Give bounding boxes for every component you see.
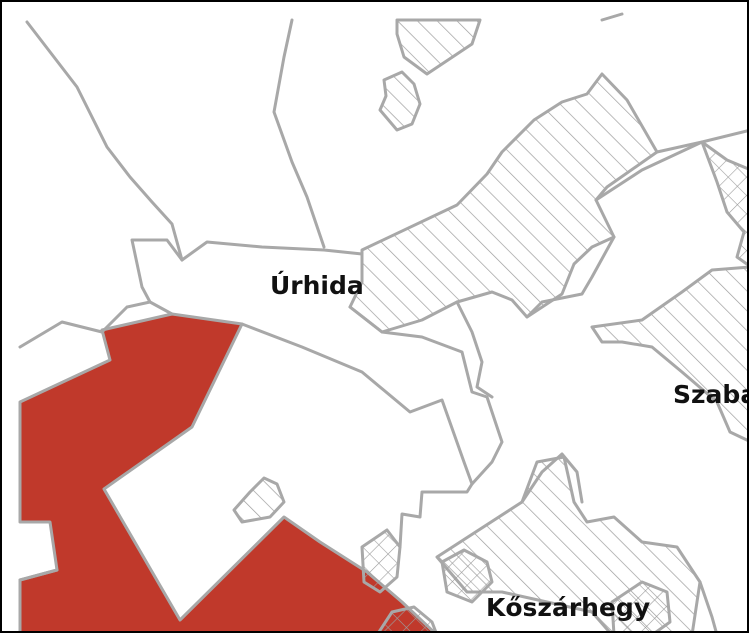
crosshatched-zone-south-west[interactable] bbox=[360, 528, 402, 594]
hatched-zone-east[interactable] bbox=[590, 265, 749, 442]
hatched-zone-small-north[interactable] bbox=[378, 70, 422, 132]
crosshatched-zone-northeast[interactable] bbox=[700, 140, 749, 267]
crosshatched-zone-south-east[interactable] bbox=[610, 580, 672, 633]
crosshatched-zone-south-bottom[interactable] bbox=[377, 605, 438, 633]
administrative-borders bbox=[18, 12, 747, 631]
hatched-zone-small-west[interactable] bbox=[232, 476, 286, 524]
crosshatched-zone-south-central[interactable] bbox=[440, 548, 494, 604]
place-label-koszarhegy: Kőszárhegy bbox=[486, 593, 651, 622]
place-label-szabad: Szaba bbox=[673, 380, 749, 409]
hatched-zone-top[interactable] bbox=[395, 18, 482, 76]
place-label-urhida: Úrhida bbox=[270, 271, 364, 300]
